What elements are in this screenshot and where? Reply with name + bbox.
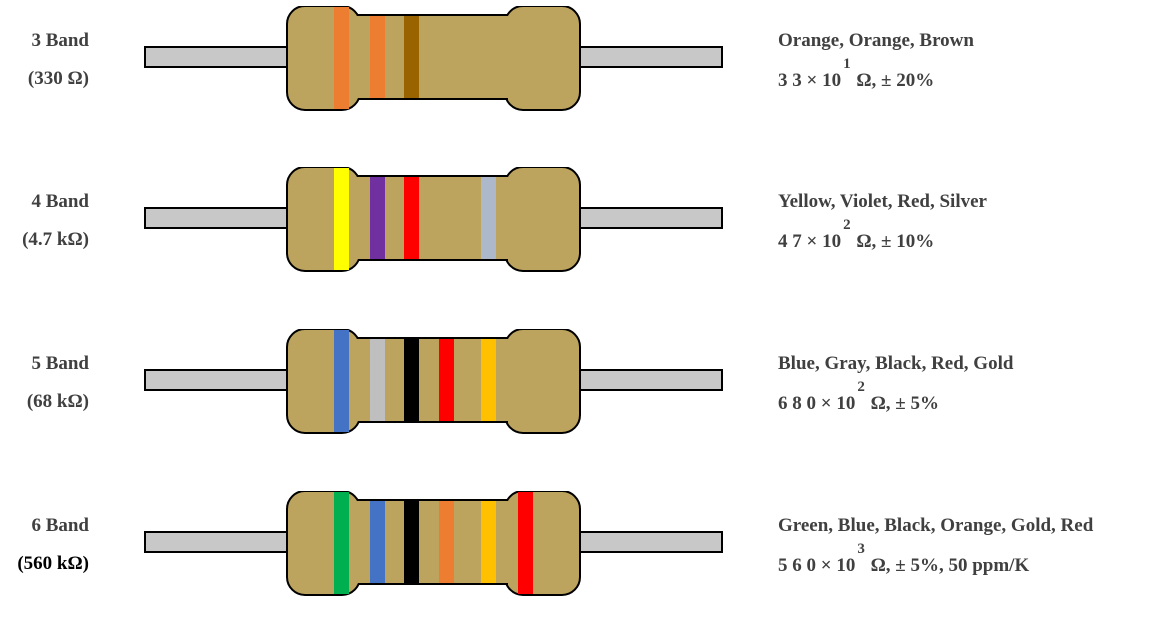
- color-band-green: [334, 492, 349, 594]
- color-band-black: [404, 339, 419, 421]
- resistance-value-label: (68 kΩ): [26, 391, 89, 412]
- color-band-violet: [370, 177, 385, 259]
- body-joint-right: [502, 16, 518, 98]
- body-joint-left: [350, 339, 366, 421]
- color-band-silver: [481, 177, 496, 259]
- body-joint-left: [350, 501, 366, 583]
- formula-digits: 5 6 0 × 10: [778, 555, 856, 576]
- band-count-label: 3 Band: [31, 30, 89, 51]
- color-band-gray: [370, 339, 385, 421]
- left-lead: [144, 369, 291, 391]
- value-formula: 3 3 × 101 Ω, ± 20%: [778, 56, 935, 92]
- formula-exponent: 3: [857, 541, 865, 557]
- formula-digits: 3 3 × 10: [778, 70, 842, 91]
- value-formula: 4 7 × 102 Ω, ± 10%: [778, 217, 935, 253]
- body-joint-right: [502, 501, 518, 583]
- left-lead: [144, 531, 291, 553]
- left-lead: [144, 207, 291, 229]
- body-joint-left: [350, 177, 366, 259]
- value-formula: 5 6 0 × 103 Ω, ± 5%, 50 ppm/K: [778, 541, 1030, 577]
- left-lead: [144, 46, 291, 68]
- band-count-label: 4 Band: [31, 191, 89, 212]
- resistance-value-label: (330 Ω): [27, 68, 89, 89]
- right-lead: [576, 369, 723, 391]
- resistor-row-3-band: 3 Band (330 Ω) Orange, Orange, Brown 3 3…: [0, 6, 1157, 146]
- formula-exponent: 2: [843, 217, 851, 233]
- resistor-left-cap: [286, 329, 361, 434]
- resistor-4-band: [144, 167, 723, 272]
- resistor-5-band: [144, 329, 723, 434]
- color-band-yellow: [334, 168, 349, 270]
- resistor-row-4-band: 4 Band (4.7 kΩ) Yellow, Violet, Red, Sil…: [0, 167, 1157, 307]
- body-joint-right: [502, 177, 518, 259]
- formula-unit-tolerance: Ω, ± 20%: [856, 70, 935, 91]
- body-joint-left: [350, 16, 366, 98]
- resistance-value-label: (560 kΩ): [17, 553, 89, 574]
- color-band-red: [518, 492, 533, 594]
- body-joint-right: [502, 339, 518, 421]
- color-band-red: [404, 177, 419, 259]
- band-count-label: 6 Band: [31, 515, 89, 536]
- color-band-gold: [481, 339, 496, 421]
- formula-unit-tolerance: Ω, ± 5%, 50 ppm/K: [870, 555, 1030, 576]
- color-code-list: Blue, Gray, Black, Red, Gold: [778, 353, 1014, 374]
- resistor-row-6-band: 6 Band (560 kΩ) Green, Blue, Black, Oran…: [0, 491, 1157, 631]
- resistor-left-cap: [286, 491, 361, 596]
- color-band-orange: [439, 501, 454, 583]
- color-band-brown: [404, 16, 419, 98]
- color-code-list: Orange, Orange, Brown: [778, 30, 974, 51]
- resistor-left-cap: [286, 6, 361, 111]
- resistor-6-band: [144, 491, 723, 596]
- color-band-orange: [370, 16, 385, 98]
- right-lead: [576, 531, 723, 553]
- color-band-orange: [334, 7, 349, 109]
- formula-digits: 4 7 × 10: [778, 231, 842, 252]
- resistor-row-5-band: 5 Band (68 kΩ) Blue, Gray, Black, Red, G…: [0, 329, 1157, 469]
- color-band-black: [404, 501, 419, 583]
- resistor-left-cap: [286, 167, 361, 272]
- formula-unit-tolerance: Ω, ± 5%: [870, 393, 939, 414]
- right-lead: [576, 46, 723, 68]
- resistor-3-band: [144, 6, 723, 111]
- color-band-blue: [370, 501, 385, 583]
- formula-unit-tolerance: Ω, ± 10%: [856, 231, 935, 252]
- right-lead: [576, 207, 723, 229]
- value-formula: 6 8 0 × 102 Ω, ± 5%: [778, 379, 939, 415]
- color-code-list: Yellow, Violet, Red, Silver: [778, 191, 987, 212]
- band-count-label: 5 Band: [31, 353, 89, 374]
- color-band-blue: [334, 330, 349, 432]
- color-code-list: Green, Blue, Black, Orange, Gold, Red: [778, 515, 1094, 536]
- formula-digits: 6 8 0 × 10: [778, 393, 856, 414]
- formula-exponent: 1: [843, 56, 851, 72]
- resistance-value-label: (4.7 kΩ): [22, 229, 89, 250]
- color-band-red: [439, 339, 454, 421]
- formula-exponent: 2: [857, 379, 865, 395]
- color-band-gold: [481, 501, 496, 583]
